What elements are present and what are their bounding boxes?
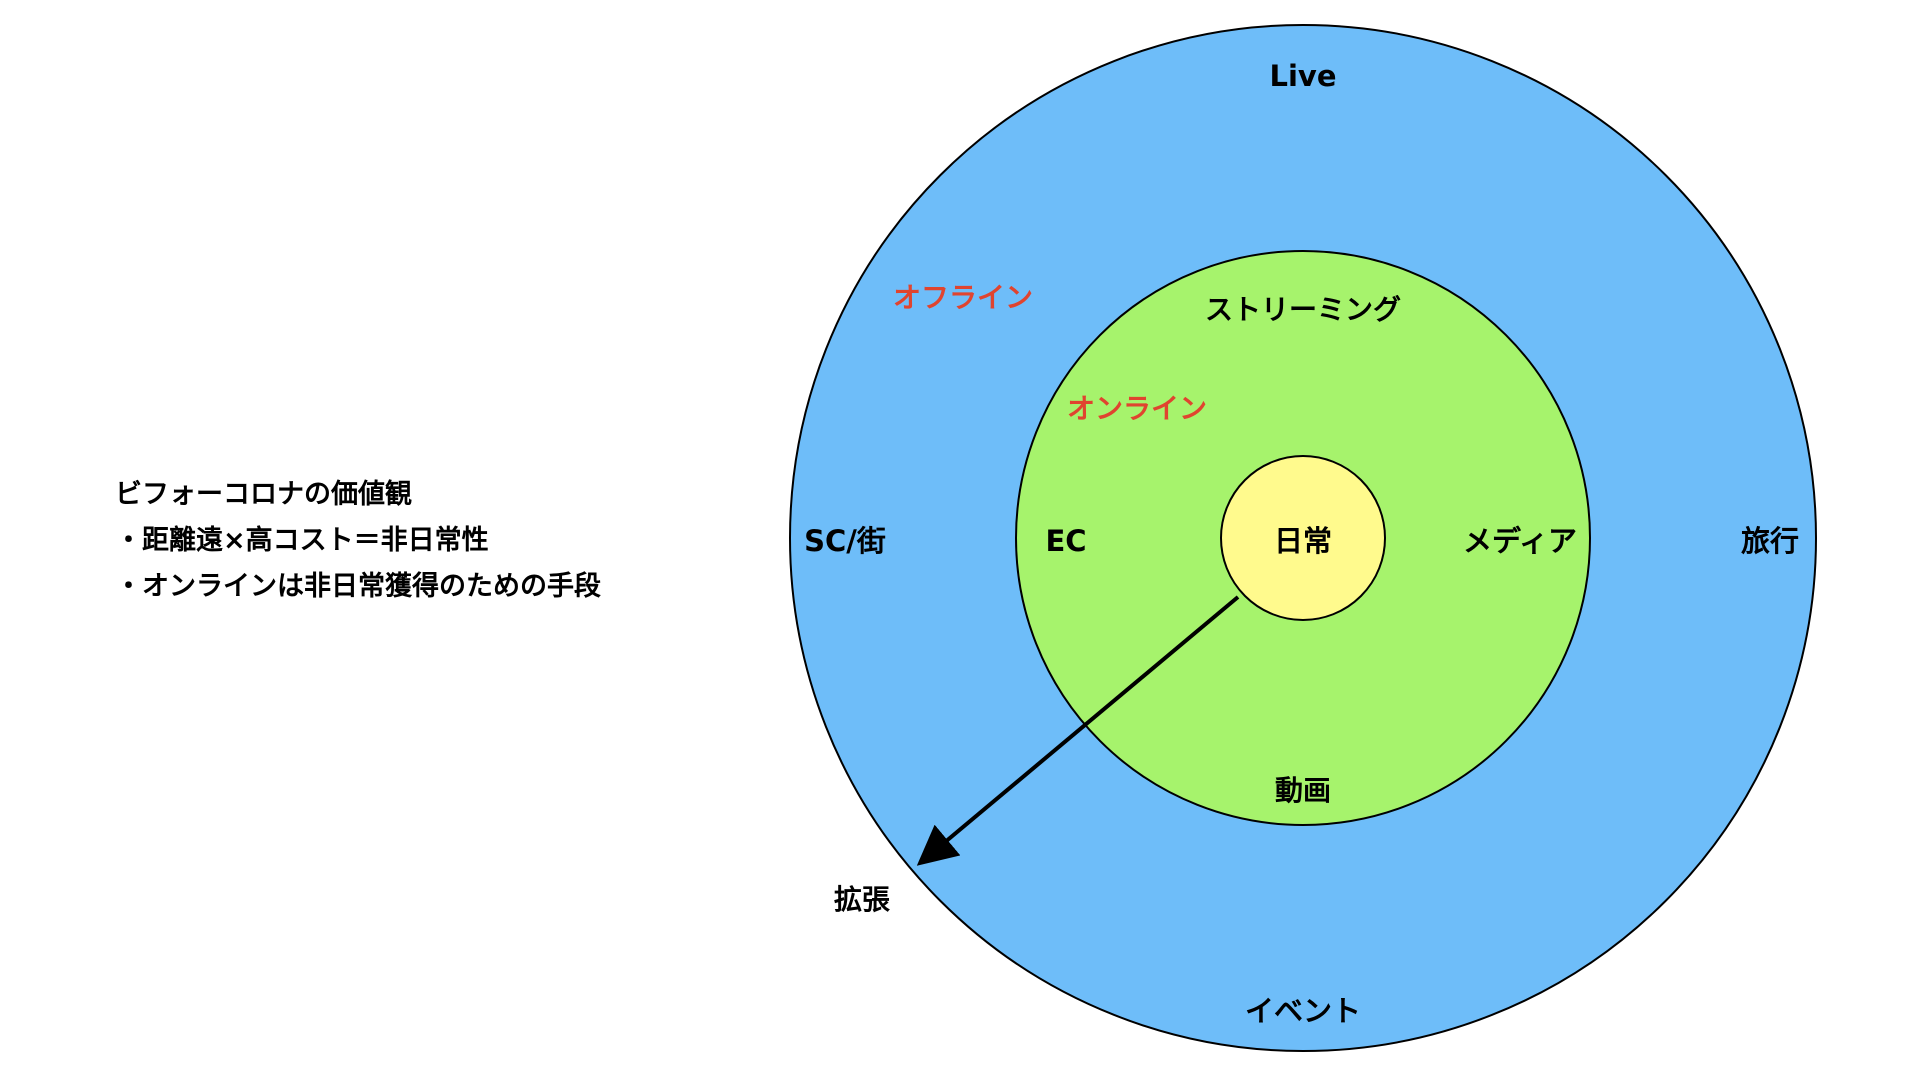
offline-category-label: オフライン bbox=[893, 281, 1033, 314]
outer-label-bottom: イベント bbox=[1245, 994, 1361, 1028]
center-circle-daily bbox=[1220, 455, 1386, 621]
middle-label-left: EC bbox=[1045, 524, 1086, 558]
middle-label-right: メディア bbox=[1463, 524, 1577, 558]
notes-block: ビフォーコロナの価値観 ・距離遠×高コスト＝非日常性 ・オンラインは非日常獲得の… bbox=[115, 472, 601, 610]
outer-label-top: Live bbox=[1270, 59, 1337, 93]
expansion-arrow bbox=[916, 595, 1240, 866]
outer-label-right: 旅行 bbox=[1741, 524, 1799, 558]
center-label: 日常 bbox=[1274, 524, 1332, 558]
middle-label-bottom: 動画 bbox=[1275, 774, 1331, 807]
outer-label-left: SC/街 bbox=[804, 524, 886, 558]
notes-line-2: ・オンラインは非日常獲得のための手段 bbox=[115, 571, 601, 602]
arrow-label: 拡張 bbox=[834, 883, 890, 916]
notes-title: ビフォーコロナの価値観 bbox=[115, 479, 412, 510]
online-category-label: オンライン bbox=[1067, 392, 1207, 425]
notes-line-1: ・距離遠×高コスト＝非日常性 bbox=[115, 525, 489, 556]
middle-label-top: ストリーミング bbox=[1205, 293, 1401, 326]
